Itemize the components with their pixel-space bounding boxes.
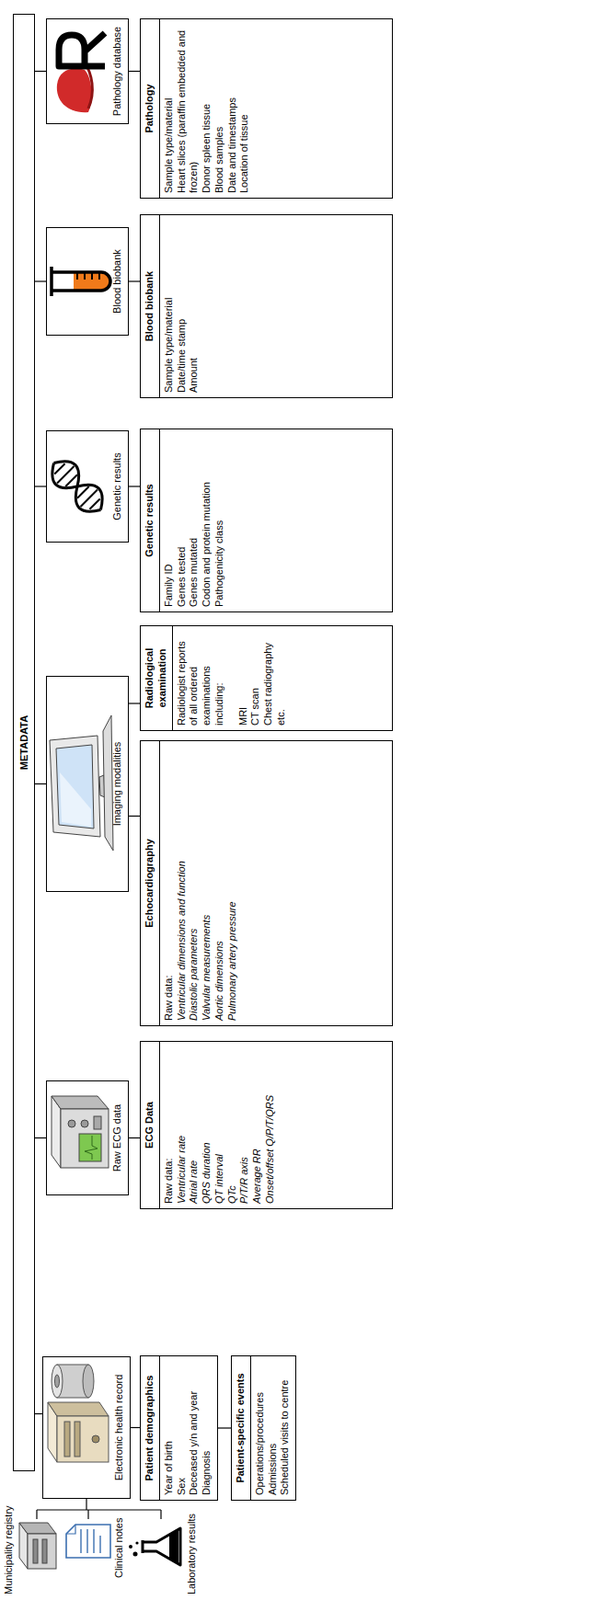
source-label: Laboratory results (185, 1505, 198, 1596)
source-box: Blood biobank (46, 227, 129, 336)
table-entry: Sample type/material (162, 19, 176, 198)
table-entry: Heart slices (paraffin embedded and froz… (175, 19, 202, 198)
dna-icon (44, 453, 111, 520)
source-box: Raw ECG data (46, 1081, 129, 1196)
table-entry: Operations/procedures (253, 1357, 267, 1501)
box-label: Electronic health record (113, 1359, 127, 1497)
table-entry: Aortic dimensions (213, 741, 227, 1026)
table-entry: Diagnosis (200, 1357, 214, 1501)
connector-line (128, 702, 140, 704)
source-box: Electronic health record (42, 1357, 131, 1500)
table-entry: Admissions (266, 1357, 280, 1501)
table-entry: Codon and protein mutation (200, 429, 214, 612)
registry-icon (19, 1523, 57, 1570)
data-table: Patient-specific eventsOperations/proced… (230, 1356, 297, 1502)
data-table: Blood biobankSample type/materialDate/ti… (139, 214, 393, 399)
table-entry: Scheduled visits to centre (278, 1357, 292, 1501)
table-heading: Pathology (140, 19, 161, 198)
box-label: Raw ECG data (111, 1083, 125, 1194)
source-bracket (36, 1499, 161, 1520)
connector-line (34, 1414, 43, 1415)
table-entry: Blood samples (213, 19, 227, 198)
table-entry: Sex (175, 1357, 189, 1501)
table-entry: Family ID (162, 429, 176, 612)
table-entry: etc. (275, 626, 288, 731)
table-entry: QRS duration (200, 1042, 214, 1209)
source-label: Clinical notes (113, 1505, 126, 1579)
source-box: Imaging modalities (46, 676, 129, 893)
table-entry: Atrial rate (187, 1042, 201, 1209)
notes-icon (66, 1525, 111, 1559)
data-table: ECG DataRaw data:Ventricular rateAtrial … (139, 1041, 393, 1210)
box-label: Blood biobank (111, 230, 125, 334)
table-entry: Raw data: (162, 1042, 176, 1209)
table-heading: Genetic results (140, 429, 161, 612)
table-entry: Amount (187, 215, 201, 398)
table-entry: Valvular measurements (200, 741, 214, 1026)
table-entry: Donor spleen tissue (200, 19, 214, 198)
table-entry: P/T/R axis (238, 1042, 252, 1209)
data-table: Genetic resultsFamily IDGenes testedGene… (139, 428, 393, 613)
connector-line (128, 280, 140, 282)
table-entry: Pathogenicity class (213, 429, 227, 612)
table-heading: Echocardiography (140, 741, 161, 1026)
table-entry: Date/time stamp (175, 215, 189, 398)
table-entry: Genes mutated (187, 429, 201, 612)
table-entry: MRI (237, 626, 251, 731)
ecg-machine-icon (51, 1096, 109, 1169)
connector-line (218, 1427, 231, 1429)
connector-line (34, 485, 46, 487)
connector-line (34, 1138, 46, 1139)
table-entry: Chest radiography (262, 626, 276, 731)
data-table: PathologySample type/materialHeart slice… (139, 18, 393, 199)
table-entry: Raw data: (162, 741, 176, 1026)
table-heading: Patient demographics (140, 1357, 161, 1501)
table-entry: Average RR (251, 1042, 265, 1209)
ehr-icon (47, 1365, 109, 1463)
connector-line (128, 70, 140, 72)
box-label: Pathology database (111, 21, 125, 122)
connector-line (34, 783, 46, 785)
source-box: Pathology database (46, 18, 129, 125)
box-label: Imaging modalities (111, 678, 125, 890)
metadata-bar: METADATA (12, 13, 35, 1472)
table-entry: Date and timestamps (226, 19, 240, 198)
table-entry: Ventricular rate (175, 1042, 189, 1209)
source-label: Municipality registry (2, 1503, 15, 1596)
table-heading: Patient-specific events (231, 1357, 252, 1501)
connector-line (34, 280, 46, 282)
table-entry: Location of tissue (238, 19, 252, 198)
monitor-icon (49, 715, 114, 851)
box-label: METADATA (13, 14, 35, 1472)
table-heading: Blood biobank (140, 215, 161, 398)
table-heading: Radiological examination (140, 626, 173, 731)
connector-line (34, 70, 46, 72)
connector-line (130, 1427, 140, 1429)
table-entry: Sample type/material (162, 215, 176, 398)
table-entry: Deceased y/n and year (187, 1357, 201, 1501)
test-tube-icon (51, 266, 111, 297)
table-entry: Radiologist reports of all ordered exami… (175, 626, 227, 731)
connector-line (128, 485, 140, 487)
table-entry: Year of birth (162, 1357, 176, 1501)
source-box: Genetic results (46, 430, 129, 543)
table-entry: Onset/offset Q/P/T/QRS (264, 1042, 277, 1209)
table-entry: Ventricular dimensions and function (175, 741, 189, 1026)
table-entry: QTc (226, 1042, 240, 1209)
table-entry: Genes tested (175, 429, 189, 612)
table-entry: Diastolic parameters (187, 741, 201, 1026)
connector-line (128, 1138, 140, 1139)
table-entry: QT interval (213, 1042, 227, 1209)
data-table: EchocardiographyRaw data:Ventricular dim… (139, 740, 393, 1027)
pathology-logo-icon (57, 33, 105, 113)
box-label: Genetic results (111, 433, 125, 541)
table-entry: CT scan (249, 626, 263, 731)
flask-icon (128, 1529, 181, 1566)
data-table: Radiological examinationRadiologist repo… (139, 625, 393, 732)
table-entry: Pulmonary artery pressure (226, 741, 240, 1026)
data-table: Patient demographicsYear of birthSexDece… (139, 1356, 219, 1502)
connector-line (128, 816, 140, 817)
table-heading: ECG Data (140, 1042, 161, 1209)
